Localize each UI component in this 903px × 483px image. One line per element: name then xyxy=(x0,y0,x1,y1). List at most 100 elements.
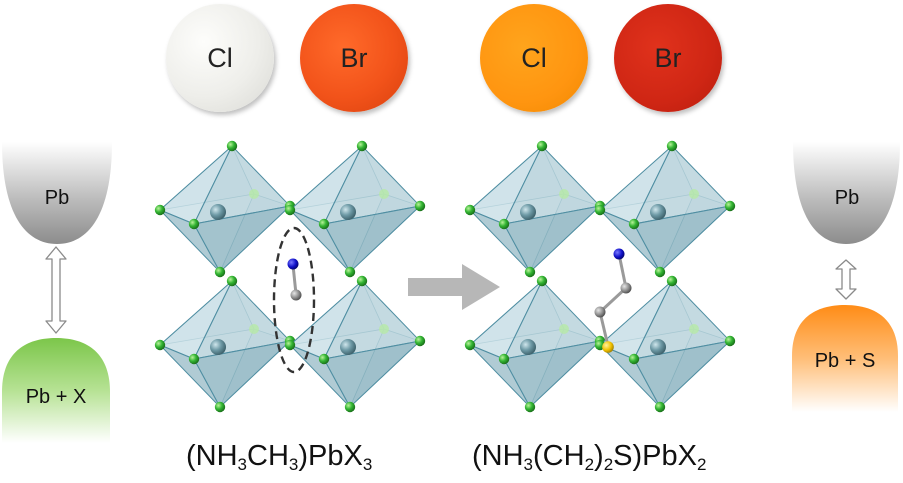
formula-subscript: 3 xyxy=(523,455,534,474)
pb-s-band-right xyxy=(792,305,898,412)
bond xyxy=(291,264,298,295)
lead-atom xyxy=(210,204,226,220)
halide-atom xyxy=(356,140,368,152)
octahedron-face xyxy=(503,205,602,273)
cation-highlight-ellipse xyxy=(272,226,316,374)
disk-label: Br xyxy=(654,42,682,73)
carbon-atom xyxy=(594,306,606,318)
formula-subscript: 2 xyxy=(697,455,707,474)
halide-atom xyxy=(344,266,356,278)
halide-atom xyxy=(226,275,238,287)
sulfur-atom xyxy=(602,341,614,353)
halide-atom xyxy=(249,324,259,334)
disk-label: Cl xyxy=(521,42,547,73)
octahedron-left-bottom-right xyxy=(284,275,426,413)
formula-part: (NH xyxy=(472,440,524,472)
octahedron-face xyxy=(633,340,732,408)
halide-atom xyxy=(154,204,166,216)
formula-subscript: 3 xyxy=(288,455,299,474)
halide-atom xyxy=(379,324,389,334)
halide-atom xyxy=(524,401,536,413)
halide-atom xyxy=(724,200,736,212)
lead-atom xyxy=(650,339,666,355)
methylammonium-cation xyxy=(272,226,316,374)
halide-atom xyxy=(666,140,678,152)
halide-atom xyxy=(689,189,699,199)
lead-atom xyxy=(520,204,536,220)
halide-atom xyxy=(498,218,510,230)
nitrogen-atom xyxy=(287,258,299,270)
formula-subscript: 2 xyxy=(603,455,614,474)
halide-atom xyxy=(414,200,426,212)
pb-x-band-left xyxy=(2,338,110,443)
disk-label: Cl xyxy=(207,42,233,73)
halide-atom xyxy=(379,189,389,199)
transformation-arrow xyxy=(408,264,500,310)
octahedron-left-bottom-left xyxy=(154,275,296,413)
perovskite-structures xyxy=(154,140,736,413)
formula-part: ) xyxy=(594,440,604,472)
formula-subscript: 3 xyxy=(362,455,373,474)
halide-atom xyxy=(356,275,368,287)
pb-x-label-left: Pb + X xyxy=(25,386,87,408)
pb-band-left xyxy=(2,142,112,244)
bond xyxy=(598,253,628,347)
halide-atom xyxy=(318,218,330,230)
halide-atom xyxy=(559,324,569,334)
pb-label-right: Pb xyxy=(834,187,860,209)
octahedron-right-bottom-left xyxy=(464,275,606,413)
halide-atom xyxy=(628,218,640,230)
halide-atom xyxy=(318,353,330,365)
octahedron-right-top-left xyxy=(464,140,606,278)
formula-left: (NH3CH3)PbX3 xyxy=(186,440,372,475)
lead-atom xyxy=(210,339,226,355)
halide-atom xyxy=(628,353,640,365)
halide-atom xyxy=(724,335,736,347)
cl-powder-disk-2: Cl xyxy=(480,4,588,112)
halide-atom xyxy=(226,140,238,152)
formula-part: (CH xyxy=(533,440,585,472)
double-arrow-left xyxy=(45,246,67,334)
formula-subscript: 2 xyxy=(584,455,595,474)
halide-atom xyxy=(559,189,569,199)
thioethylammonium-cation xyxy=(594,248,632,353)
br-powder-disk-2: Br xyxy=(614,4,722,112)
halide-atom xyxy=(188,353,200,365)
formula-subscript: 3 xyxy=(237,455,248,474)
halide-atom xyxy=(414,335,426,347)
lead-atom xyxy=(520,339,536,355)
octahedron-right-bottom-right xyxy=(594,275,736,413)
octahedron-face xyxy=(633,205,732,273)
pb-s-label-right: Pb + S xyxy=(814,350,876,372)
octahedron-right-top-right xyxy=(594,140,736,278)
halide-atom xyxy=(524,266,536,278)
disk-label: Br xyxy=(340,42,368,73)
nitrogen-atom xyxy=(613,248,625,260)
halide-atom xyxy=(214,266,226,278)
cl-powder-disk-1: Cl xyxy=(166,4,274,112)
formula-right: (NH3(CH2)2S)PbX2 xyxy=(472,440,706,475)
halide-atom xyxy=(536,140,548,152)
formula-part: (NH xyxy=(186,440,238,472)
halide-atom xyxy=(594,204,606,216)
halide-atom xyxy=(654,266,666,278)
halide-atom xyxy=(344,401,356,413)
octahedron-left-top-right xyxy=(284,140,426,278)
halide-atom xyxy=(214,401,226,413)
octahedron-left-top-left xyxy=(154,140,296,278)
octahedron-face xyxy=(323,205,422,273)
halide-atom xyxy=(689,324,699,334)
halide-atom xyxy=(188,218,200,230)
halide-atom xyxy=(666,275,678,287)
halide-atom xyxy=(654,401,666,413)
carbon-atom xyxy=(620,282,632,294)
octahedron-face xyxy=(503,340,602,408)
halide-atom xyxy=(284,339,296,351)
octahedron-face xyxy=(193,340,292,408)
formula-part: S)PbX xyxy=(613,440,697,472)
octahedron-face xyxy=(323,340,422,408)
br-powder-disk-1: Br xyxy=(300,4,408,112)
halide-atom xyxy=(464,204,476,216)
